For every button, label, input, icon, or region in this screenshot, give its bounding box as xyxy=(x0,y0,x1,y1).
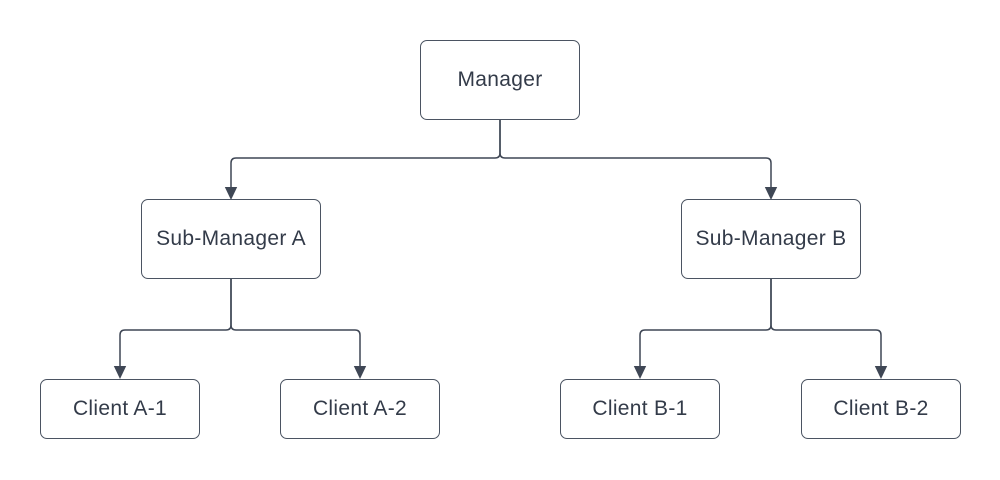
node-sub-manager-b-label: Sub-Manager B xyxy=(695,227,847,250)
edge-sub-manager-b-to-client-b2 xyxy=(770,279,882,367)
node-client-a2-label: Client A-2 xyxy=(312,397,408,420)
node-client-b1-label: Client B-1 xyxy=(592,397,688,420)
edge-sub-manager-a-to-client-a1-arrowhead-icon xyxy=(113,366,127,379)
node-manager[interactable]: Manager xyxy=(420,40,580,120)
node-client-a1[interactable]: Client A-1 xyxy=(40,379,200,439)
edge-sub-manager-a-to-client-a2 xyxy=(230,279,361,367)
edge-manager-to-sub-manager-b-arrowhead-icon xyxy=(764,187,778,200)
edge-manager-to-sub-manager-a xyxy=(230,120,501,188)
edge-sub-manager-a-to-client-a1 xyxy=(119,279,232,367)
node-client-a2[interactable]: Client A-2 xyxy=(280,379,440,439)
edge-sub-manager-b-to-client-b1 xyxy=(639,279,772,367)
node-client-a1-label: Client A-1 xyxy=(72,397,168,420)
edge-sub-manager-b-to-client-b2-arrowhead-icon xyxy=(874,366,888,379)
edge-sub-manager-b-to-client-b1-arrowhead-icon xyxy=(633,366,647,379)
node-sub-manager-b[interactable]: Sub-Manager B xyxy=(681,199,861,279)
node-client-b2-label: Client B-2 xyxy=(833,397,929,420)
node-client-b2[interactable]: Client B-2 xyxy=(801,379,961,439)
edge-manager-to-sub-manager-a-arrowhead-icon xyxy=(224,187,238,200)
node-sub-manager-a-label: Sub-Manager A xyxy=(156,227,306,250)
node-manager-label: Manager xyxy=(457,68,543,91)
edge-manager-to-sub-manager-b xyxy=(499,120,772,188)
node-sub-manager-a[interactable]: Sub-Manager A xyxy=(141,199,321,279)
node-client-b1[interactable]: Client B-1 xyxy=(560,379,720,439)
edge-sub-manager-a-to-client-a2-arrowhead-icon xyxy=(353,366,367,379)
